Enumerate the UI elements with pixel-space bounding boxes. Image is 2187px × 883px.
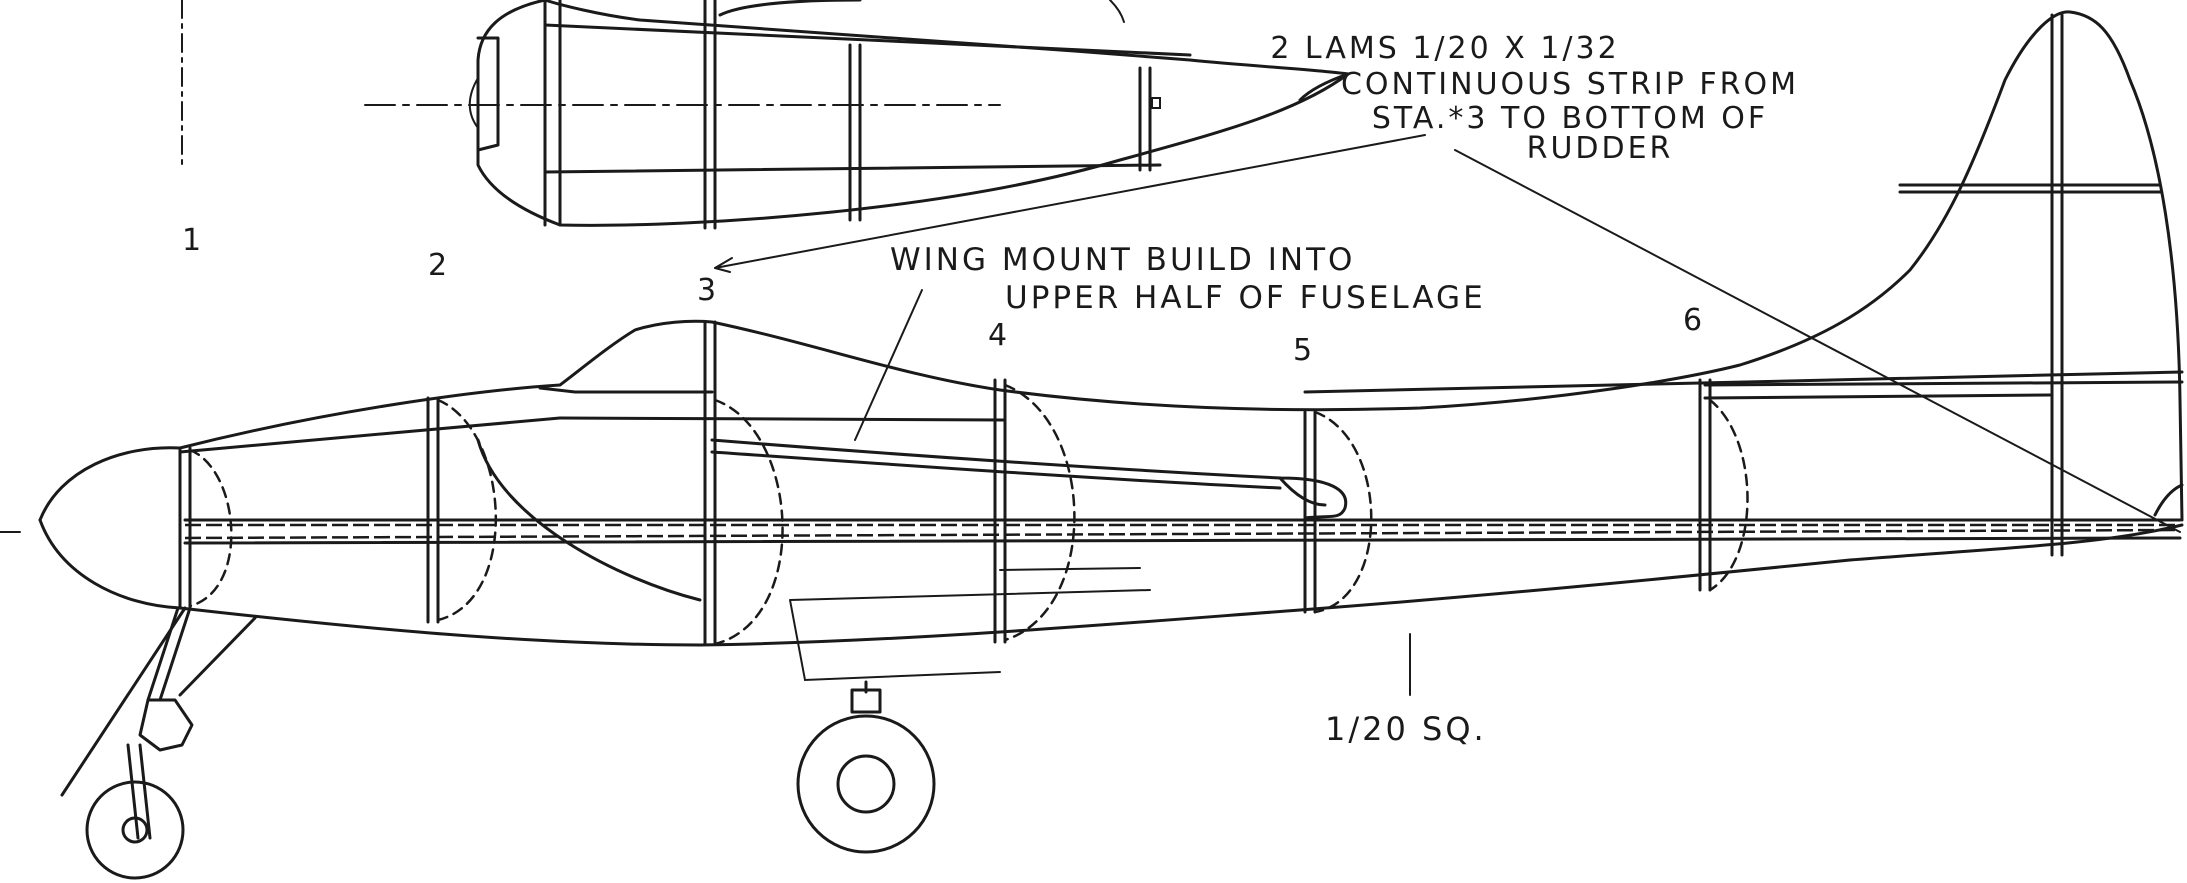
top-view <box>181 0 1350 230</box>
annotations: 2 LAMS 1/20 X 1/32 CONTINUOUS STRIP FROM… <box>182 31 1799 748</box>
station-1: 1 <box>182 223 201 258</box>
station-4: 4 <box>988 318 1007 353</box>
station-2: 2 <box>428 248 447 283</box>
wing-mount-note-line-1: WING MOUNT BUILD INTO <box>890 242 1355 278</box>
lams-note-line-2: CONTINUOUS STRIP FROM <box>1341 67 1799 102</box>
station-5: 5 <box>1293 333 1312 368</box>
leader-lines <box>714 134 2181 696</box>
side-view <box>0 10 2184 880</box>
lams-note-line-1: 2 LAMS 1/20 X 1/32 <box>1270 31 1619 66</box>
station-3: 3 <box>697 273 716 308</box>
stringer-note: 1/20 SQ. <box>1325 710 1487 748</box>
wing-mount-note-line-2: UPPER HALF OF FUSELAGE <box>1005 280 1486 316</box>
lams-note-line-3: STA.*3 TO BOTTOM OF <box>1372 101 1768 136</box>
lams-note-line-4: RUDDER <box>1527 131 1674 166</box>
station-6: 6 <box>1683 303 1702 338</box>
